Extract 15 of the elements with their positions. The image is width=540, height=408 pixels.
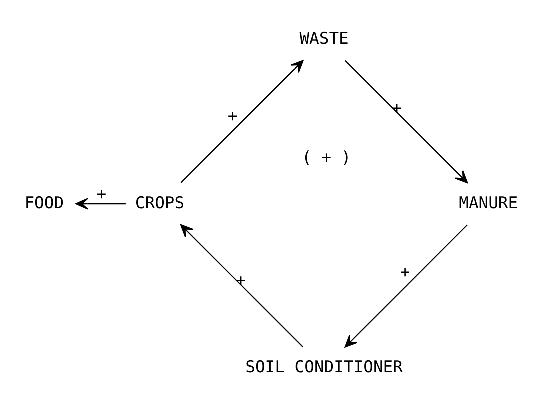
arrow	[180, 224, 304, 348]
arrow	[180, 60, 304, 184]
node-text: CROPS	[135, 193, 185, 212]
node-text: MANURE	[459, 193, 518, 212]
arrow	[345, 60, 468, 184]
arrow	[344, 224, 468, 348]
edge-label: +	[236, 270, 246, 290]
node-text: WASTE	[300, 29, 349, 48]
node-text: FOOD	[24, 193, 64, 212]
edge-label: +	[228, 106, 238, 126]
node-text: SOIL CONDITIONER	[246, 358, 403, 377]
edge-label: +	[400, 262, 410, 282]
edge-label: +	[96, 184, 107, 204]
label: ( + )	[302, 148, 352, 167]
arrow	[76, 198, 126, 210]
